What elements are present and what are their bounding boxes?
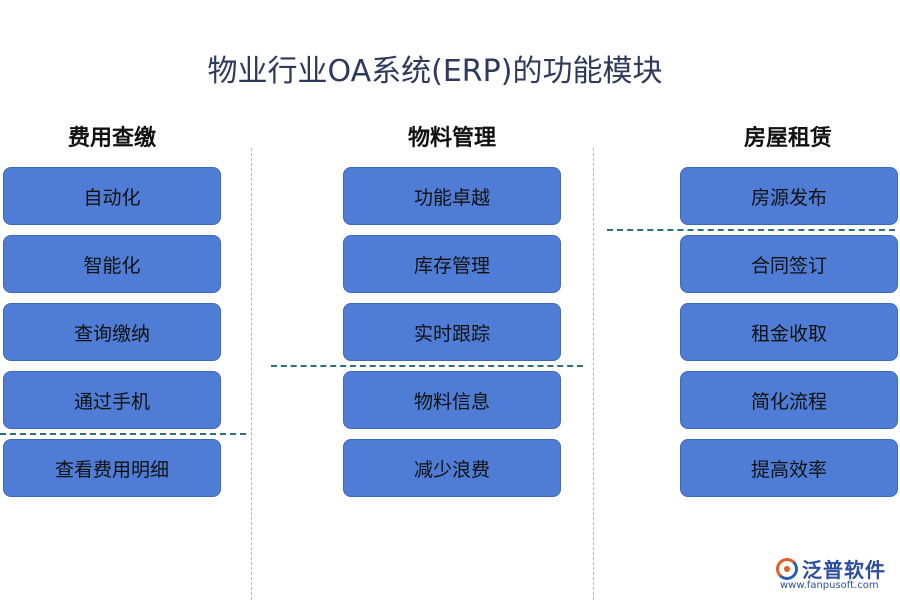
brand-url: www.fanpusoft.com xyxy=(780,580,879,591)
module-box: 房源发布 xyxy=(680,167,898,225)
column-separator xyxy=(251,148,252,600)
section-divider xyxy=(0,433,246,435)
module-box: 物料信息 xyxy=(343,371,561,429)
column-header-materials: 物料管理 xyxy=(407,125,496,151)
module-box: 库存管理 xyxy=(343,235,561,293)
column-separator xyxy=(593,148,594,600)
module-box: 租金收取 xyxy=(680,303,898,361)
module-box: 提高效率 xyxy=(680,439,898,497)
brand-logo: 泛普软件 xyxy=(776,554,886,583)
module-box: 查询缴纳 xyxy=(3,303,221,361)
module-box: 查看费用明细 xyxy=(3,439,221,497)
module-box: 简化流程 xyxy=(680,371,898,429)
module-box: 通过手机 xyxy=(3,371,221,429)
module-box: 合同签订 xyxy=(680,235,898,293)
module-box: 智能化 xyxy=(3,235,221,293)
section-divider xyxy=(607,229,895,231)
module-box: 自动化 xyxy=(3,167,221,225)
column-header-fee: 费用查缴 xyxy=(67,125,156,151)
diagram-title: 物业行业OA系统(ERP)的功能模块 xyxy=(207,54,663,89)
section-divider xyxy=(271,365,583,367)
brand-logo-icon xyxy=(776,557,798,580)
brand-name: 泛普软件 xyxy=(802,558,886,582)
column-header-rental: 房屋租赁 xyxy=(743,125,832,151)
module-box: 功能卓越 xyxy=(343,167,561,225)
module-box: 实时跟踪 xyxy=(343,303,561,361)
module-box: 减少浪费 xyxy=(343,439,561,497)
